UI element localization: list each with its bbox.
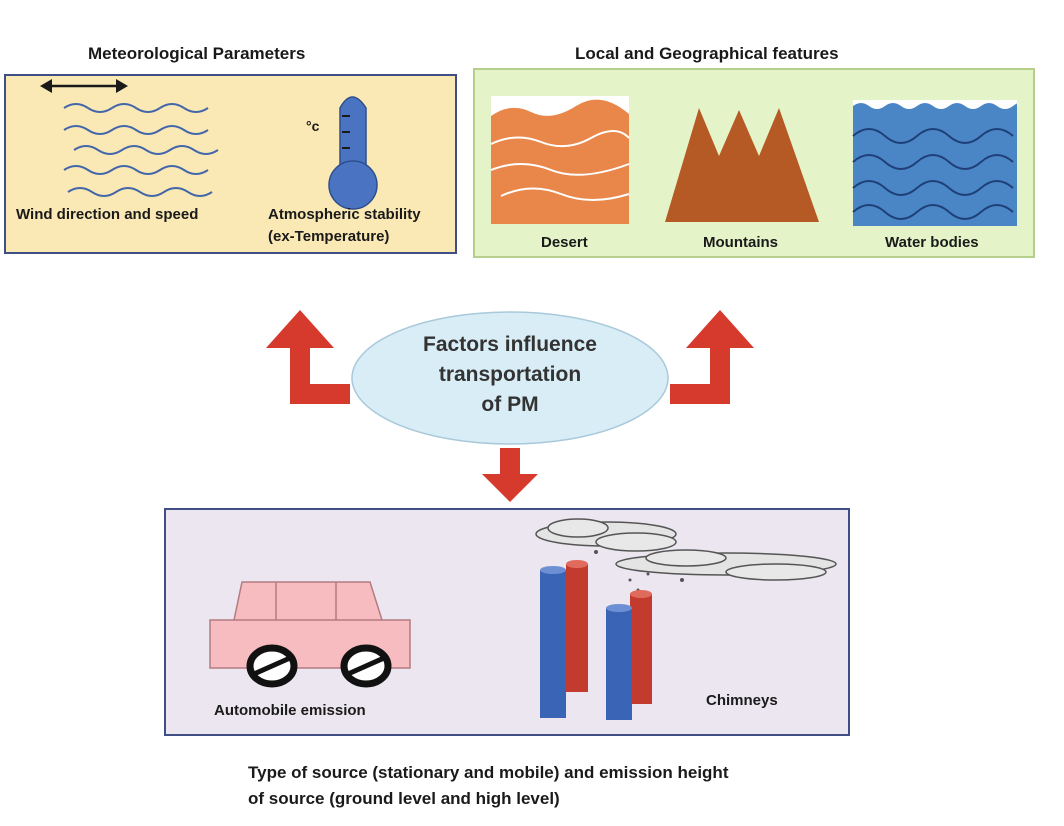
center-line-2: transportation <box>438 363 582 386</box>
center-line-1: Factors influence <box>423 333 597 356</box>
mountains-label: Mountains <box>703 234 778 251</box>
thermometer-icon <box>328 96 378 210</box>
meteorological-panel: °c Wind direction and speed Atmospheric … <box>4 74 457 254</box>
water-label: Water bodies <box>885 234 979 251</box>
meteorological-title: Meteorological Parameters <box>88 44 306 63</box>
arrow-up-right-icon <box>670 310 754 404</box>
arrow-down-icon <box>482 448 538 502</box>
center-title: Factors influence transportation of PM <box>390 330 630 420</box>
arrow-up-left-icon <box>266 310 350 404</box>
stability-label-line1: Atmospheric stability <box>268 206 421 223</box>
water-icon <box>852 100 1019 226</box>
stability-label-line2: (ex-Temperature) <box>268 228 390 245</box>
desert-label: Desert <box>541 234 588 251</box>
center-line-3: of PM <box>481 393 539 416</box>
degree-label: °c <box>306 118 320 134</box>
desert-icon <box>490 96 630 224</box>
automobile-label: Automobile emission <box>214 702 366 719</box>
geographical-title: Local and Geographical features <box>575 44 839 63</box>
chimneys-icon <box>535 518 837 720</box>
wind-waves-icon <box>40 79 219 197</box>
source-caption-line2: of source (ground level and high level) <box>248 789 560 808</box>
wind-label: Wind direction and speed <box>16 206 199 223</box>
geographical-panel: Desert Mountains Water bodies <box>473 68 1035 258</box>
source-caption-line1: Type of source (stationary and mobile) a… <box>248 763 729 782</box>
source-caption: Type of source (stationary and mobile) a… <box>248 760 728 812</box>
chimneys-label: Chimneys <box>706 692 778 709</box>
source-panel: Automobile emission Chimneys <box>164 508 850 736</box>
mountains-icon <box>665 108 819 222</box>
car-icon <box>209 581 411 688</box>
